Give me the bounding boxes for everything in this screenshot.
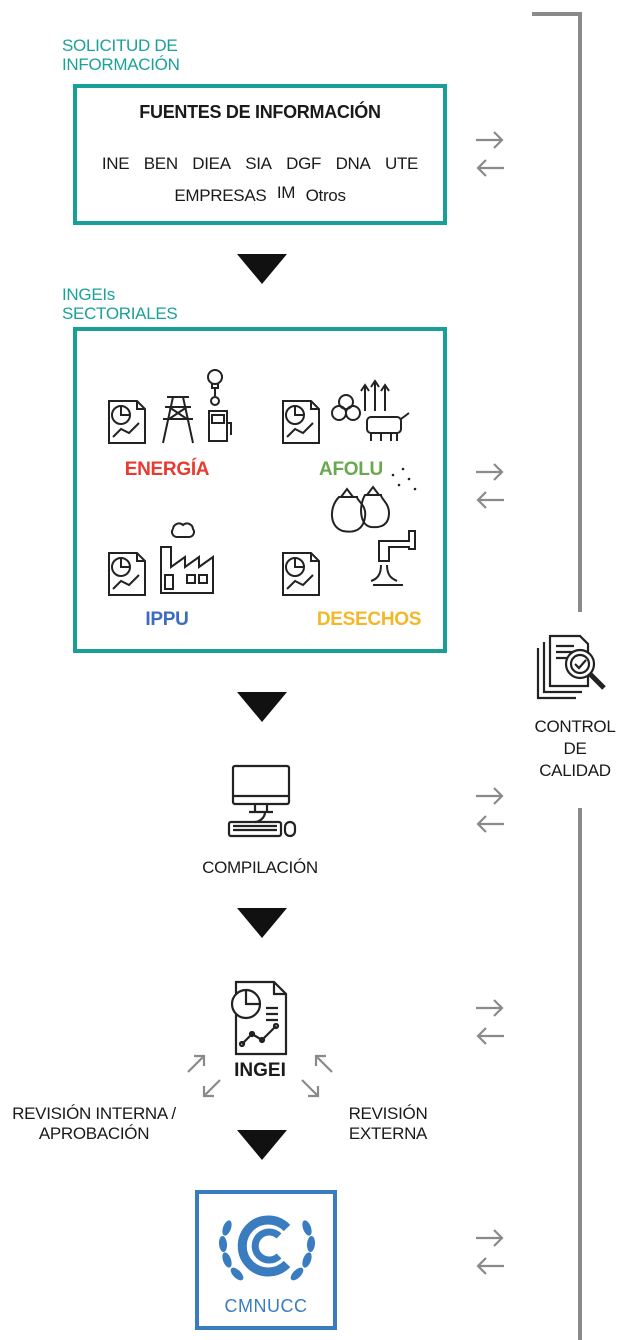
control-line2: DE (563, 739, 587, 758)
review-arrows-icon (187, 1054, 333, 1098)
fuente-dna: DNA (335, 154, 371, 173)
fuente-sia: SIA (245, 154, 272, 173)
ingeis-label: INGEIs SECTORIALES (62, 285, 178, 323)
solicitud-label: SOLICITUD DE INFORMACIÓN (62, 36, 180, 74)
cmnucc-emblem-icon (218, 1215, 316, 1281)
cmnucc-logo: CMNUCC (195, 1190, 337, 1330)
down-arrow-1 (237, 254, 287, 284)
down-arrow-2 (237, 692, 287, 722)
fuentes-row1: INE BEN DIEA SIA DGF DNA UTE (77, 154, 443, 174)
down-arrow-3 (237, 908, 287, 938)
quality-control-icon (536, 634, 606, 700)
solicitud-label-line1: SOLICITUD DE (62, 36, 178, 55)
ingeis-label-line1: INGEIs (62, 285, 115, 304)
fuentes-title: FUENTES DE INFORMACIÓN (139, 102, 381, 122)
control-calidad-label: CONTROL DE CALIDAD (520, 716, 630, 782)
revision-externa-line2: EXTERNA (348, 1124, 428, 1143)
control-line-upper (578, 12, 582, 612)
computer-icon (227, 764, 297, 838)
revision-interna-line2: APROBACIÓN (38, 1124, 150, 1143)
control-line-lower (578, 808, 582, 1340)
fuente-otros: Otros (305, 186, 346, 205)
sector-desechos-label: DESECHOS (316, 609, 422, 630)
sector-ippu-label: IPPU (145, 609, 189, 630)
sector-energia-label: ENERGÍA (124, 459, 210, 480)
control-line-top-cap (532, 12, 582, 16)
ingei-report-icon (230, 980, 288, 1056)
down-arrow-4 (237, 1130, 287, 1160)
compilacion-label: COMPILACIÓN (202, 858, 318, 877)
sector-afolu-label: AFOLU (319, 459, 383, 480)
exchange-arrows-icon (476, 131, 504, 177)
exchange-arrows-icon (476, 463, 504, 509)
revision-externa-label: REVISIÓN EXTERNA (338, 1104, 438, 1144)
revision-externa-line1: REVISIÓN (348, 1104, 428, 1123)
fuentes-row2: EMPRESAS IM Otros (77, 183, 443, 206)
fuentes-box: FUENTES DE INFORMACIÓN INE BEN DIEA SIA … (73, 84, 447, 225)
ippu-icon (108, 522, 214, 596)
cmnucc-label: CMNUCC (224, 1296, 308, 1316)
control-line3: CALIDAD (539, 761, 611, 780)
fuente-ben: BEN (143, 154, 178, 173)
fuente-ute: UTE (385, 154, 419, 173)
control-line1: CONTROL (534, 717, 616, 736)
exchange-arrows-icon (476, 1229, 504, 1275)
fuente-im: IM (276, 183, 296, 202)
energia-icon (108, 369, 232, 444)
afolu-icon (282, 379, 410, 444)
fuente-diea: DIEA (192, 154, 231, 173)
fuente-empresas: EMPRESAS (174, 186, 267, 205)
fuente-dgf: DGF (286, 154, 322, 173)
solicitud-label-line2: INFORMACIÓN (62, 55, 180, 74)
revision-interna-label: REVISIÓN INTERNA / APROBACIÓN (4, 1104, 184, 1144)
exchange-arrows-icon (476, 787, 504, 833)
revision-interna-line1: REVISIÓN INTERNA / (12, 1104, 176, 1123)
exchange-arrows-icon (476, 999, 504, 1045)
fuente-ine: INE (101, 154, 130, 173)
desechos-icon (282, 467, 417, 596)
ingei-label: INGEI (234, 1060, 286, 1081)
sectores-box: ENERGÍA AFOLU IPPU (73, 327, 447, 653)
ingeis-label-line2: SECTORIALES (62, 304, 178, 323)
